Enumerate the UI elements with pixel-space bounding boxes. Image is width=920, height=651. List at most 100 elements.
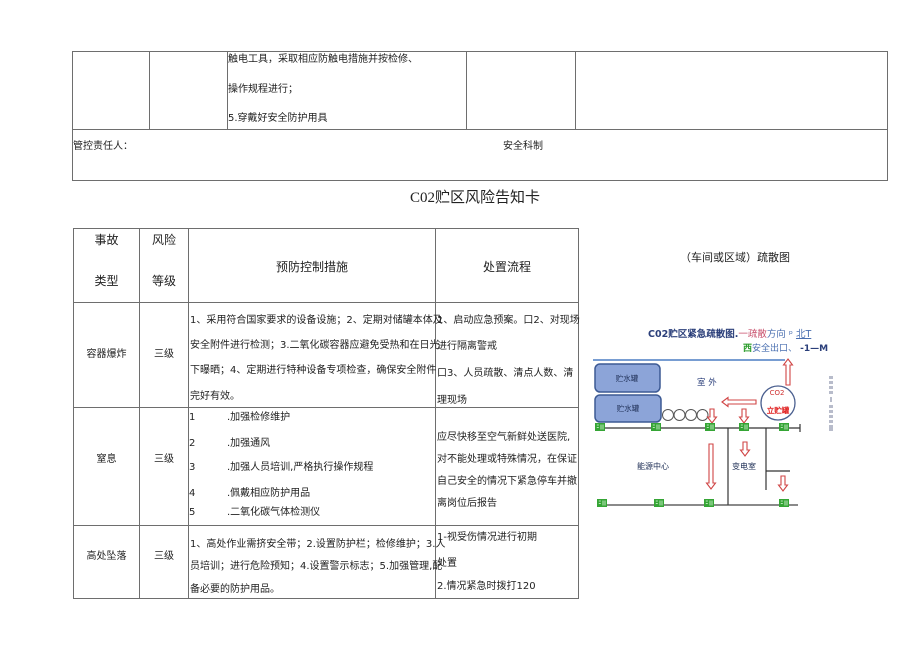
list-number: 2	[189, 438, 196, 449]
water-tank-2: 贮水罐	[594, 394, 662, 423]
list-item: .佩戴相应防护用品	[227, 488, 311, 499]
table-cell	[467, 52, 576, 130]
risk-level: 三级	[154, 454, 174, 465]
response-cell: 1、启动应急预案。口2、对现场 进行隔离警戒 口3、人员疏散、清点人数、清 理现…	[436, 303, 580, 408]
direction-label: 方向	[766, 329, 786, 340]
response-line: 1-视受伤情况进行初期	[437, 532, 537, 543]
road-lines	[605, 424, 801, 506]
north-indicator: 北T	[795, 329, 812, 340]
list-item: .加强通风	[227, 438, 271, 449]
evacuation-arrow-down-icon	[739, 441, 751, 457]
accident-type: 高处坠落	[86, 551, 127, 562]
list-item: .二氧化碳气体检测仪	[227, 507, 321, 518]
prevention-line: 员培训；进行危险预知；4.设置警示标志；5.加强管理,配	[190, 561, 443, 572]
response-cell: 1-视受伤情况进行初期 处置 2.情况紧急时拨打120	[436, 526, 579, 599]
list-item: .加强检修维护	[227, 412, 291, 423]
exit-sign-icon	[738, 422, 750, 432]
prevention-cell: 1 .加强检修维护 2 .加强通风 3 .加强人员培训,严格执行操作规程 4 .…	[189, 408, 436, 526]
response-line: 2.情况紧急时拨打120	[437, 581, 536, 592]
exit-sign-icon	[650, 422, 662, 432]
measures-cell: 触电工具，采取相应防触电措施并按检修、 操作规程进行； 5.穿戴好安全防护用具	[228, 52, 467, 130]
vertical-note	[829, 376, 833, 431]
header-accident-type: 事故 类型	[74, 229, 140, 303]
exit-sign-icon	[778, 422, 790, 432]
svg-text:贮水罐: 贮水罐	[616, 373, 639, 383]
energy-center-label: 能源中心	[637, 461, 669, 471]
exit-sign-icon	[778, 498, 790, 508]
evacuation-arrow-down-icon	[777, 475, 789, 492]
responsible-row: 管控责任人： 安全科制	[73, 130, 888, 181]
prevention-line: 1、高处作业需挤安全带；2.设置防护栏；检修维护；3.人	[190, 539, 446, 550]
evacuation-title: （车间或区域）疏散图	[680, 251, 790, 264]
response-line: 理现场	[437, 395, 467, 406]
accident-type-cell: 窒息	[74, 408, 140, 526]
prevention-line: 完好有效。	[190, 391, 240, 402]
accident-type-cell: 容器爆炸	[74, 303, 140, 408]
response-line: 处置	[437, 558, 457, 569]
map-name: C02贮区紧急疏散图.	[648, 329, 739, 340]
prevention-line: 备必要的防护用品。	[190, 584, 280, 595]
direction-mark: ᵖ	[788, 329, 793, 340]
prevention-cell: 1、高处作业需挤安全带；2.设置防护栏；检修维护；3.人 员培训；进行危险预知；…	[189, 526, 445, 599]
response-line: 口3、人员疏散、清点人数、清	[437, 368, 574, 379]
exit-legend-text: 安全出口、	[752, 344, 798, 354]
list-number: 1	[189, 412, 196, 423]
scale-label: -1—M	[797, 344, 829, 354]
upper-risk-table: 触电工具，采取相应防触电措施并按检修、 操作规程进行； 5.穿戴好安全防护用具 …	[72, 51, 888, 181]
responsible-label: 管控责任人：	[73, 141, 133, 152]
response-line: 1、启动应急预案。口2、对现场	[437, 315, 580, 326]
map-legend: 西安全出口、 -1—M	[743, 344, 828, 355]
response-line: 对不能处理或特殊情况，在保证	[437, 454, 577, 465]
exit-sign-icon	[653, 498, 665, 508]
table-cell	[576, 52, 888, 130]
measure-line: 5.穿戴好安全防护用具	[228, 113, 328, 124]
evacuation-arrow-left-icon	[721, 396, 757, 408]
accident-type: 容器爆炸	[86, 349, 127, 360]
route-label: 一疏散	[738, 329, 767, 340]
title-main: 贮区风险告知卡	[435, 188, 541, 206]
evacuation-arrow-down-icon	[705, 443, 717, 490]
accident-type: 窒息	[96, 454, 117, 465]
header-text: 事故	[94, 233, 119, 247]
header-prevention: 预防控制措施	[189, 229, 436, 303]
risk-level-cell: 三级	[140, 526, 189, 599]
risk-level-cell: 三级	[140, 303, 189, 408]
response-line: 自己安全的情况下紧急停车并撤	[437, 476, 577, 487]
response-line: 离岗位后报告	[437, 498, 497, 509]
evacuation-map: 贮水罐 贮水罐 室 外 CO2 立贮罐	[593, 358, 833, 508]
title-prefix: C02	[410, 190, 436, 206]
list-number: 5	[189, 507, 196, 518]
header-text: 预防控制措施	[275, 260, 348, 274]
header-risk-level: 风险 等级	[140, 229, 189, 303]
accident-type-cell: 高处坠落	[74, 526, 140, 599]
prevention-line: 安全附件进行检测；3.二氧化碳容器应避免受热和在日光	[190, 340, 440, 351]
risk-card-table: 事故 类型 风险 等级 预防控制措施 处置流程 容器爆炸 三级 1、采用符合国家…	[73, 228, 580, 599]
header-text: 处置流程	[482, 260, 531, 274]
header-response: 处置流程	[436, 229, 579, 303]
header-text: 风险	[151, 233, 176, 247]
table-cell	[150, 52, 228, 130]
response-line: 进行隔离警戒	[437, 341, 497, 352]
table-cell	[73, 52, 150, 130]
list-number: 3	[189, 462, 196, 473]
evacuation-arrow-up-icon	[782, 358, 794, 386]
exit-sign-icon	[703, 498, 715, 508]
response-line: 应尽快移至空气新鲜处送医院,	[437, 432, 571, 443]
exit-sign-icon	[596, 498, 608, 508]
co2-tank: CO2 立贮罐	[760, 385, 796, 421]
outdoor-label: 室 外	[697, 377, 717, 388]
water-tank-1: 贮水罐	[594, 363, 661, 393]
exit-sign-icon	[704, 422, 716, 432]
measure-line: 操作规程进行；	[228, 84, 298, 95]
map-heading: C02贮区紧急疏散图.一疏散方向 ᵖ 北T	[648, 329, 811, 340]
svg-text:CO2: CO2	[770, 389, 785, 397]
substation-label: 变电室	[732, 461, 756, 471]
risk-level: 三级	[154, 551, 174, 562]
prevention-cell: 1、采用符合国家要求的设备设施；2、定期对储罐本体及 安全附件进行检测；3.二氧…	[189, 303, 443, 408]
response-cell: 应尽快移至空气新鲜处送医院, 对不能处理或特殊情况，在保证 自己安全的情况下紧急…	[436, 408, 579, 526]
risk-level: 三级	[154, 349, 174, 360]
measure-line: 触电工具，采取相应防触电措施并按检修、	[228, 54, 418, 65]
risk-card-title: C02贮区风险告知卡	[410, 188, 540, 207]
evacuation-arrow-down-icon	[706, 408, 718, 424]
